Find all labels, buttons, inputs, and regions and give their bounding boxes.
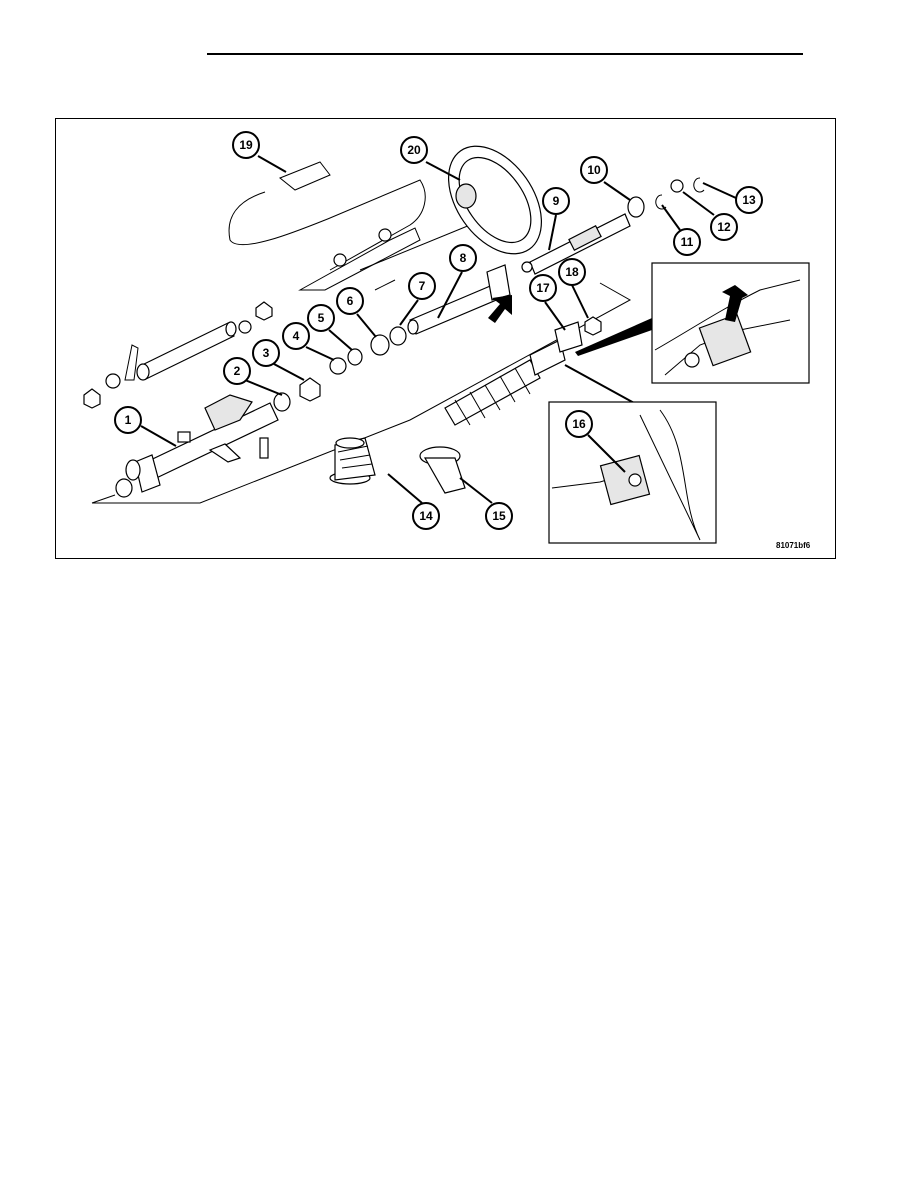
inset-leader-lines <box>564 318 652 405</box>
part-lower-shaft <box>83 301 273 409</box>
callout-1: 1 <box>114 406 142 434</box>
callout-14: 14 <box>412 502 440 530</box>
callout-13: 13 <box>735 186 763 214</box>
svg-text:13: 13 <box>742 193 756 207</box>
part-wiring-harness <box>228 161 471 291</box>
svg-text:17: 17 <box>536 281 550 295</box>
callout-8: 8 <box>449 244 477 272</box>
svg-text:6: 6 <box>347 294 354 308</box>
callout-20: 20 <box>400 136 428 164</box>
part-steering-wheel <box>447 145 543 255</box>
header-rule <box>207 53 803 55</box>
callout-17: 17 <box>529 274 557 302</box>
callout-4: 4 <box>282 322 310 350</box>
svg-text:18: 18 <box>565 265 579 279</box>
figure-id: 81071bf6 <box>776 541 811 550</box>
svg-text:3: 3 <box>263 346 270 360</box>
svg-text:12: 12 <box>717 220 731 234</box>
svg-text:16: 16 <box>572 417 586 431</box>
part-upper-hardware <box>627 177 705 218</box>
part-column-housing <box>115 394 279 498</box>
svg-text:15: 15 <box>492 509 506 523</box>
callout-12: 12 <box>710 213 738 241</box>
callout-leaders <box>140 155 737 504</box>
callout-15: 15 <box>485 502 513 530</box>
svg-text:9: 9 <box>553 194 560 208</box>
direction-arrow <box>488 295 512 323</box>
part-small-hardware <box>273 326 407 412</box>
callout-9: 9 <box>542 187 570 215</box>
part-upper-shaft <box>521 213 631 275</box>
figure-frame <box>55 118 836 559</box>
part-lower-boot <box>329 437 376 485</box>
callout-19: 19 <box>232 131 260 159</box>
callout-18: 18 <box>558 258 586 286</box>
svg-text:19: 19 <box>239 138 253 152</box>
part-bellows-cover <box>419 446 466 494</box>
callout-6: 6 <box>336 287 364 315</box>
callout-16: 16 <box>565 410 593 438</box>
callout-3: 3 <box>252 339 280 367</box>
ground-plane-lines <box>91 282 632 504</box>
callout-10: 10 <box>580 156 608 184</box>
svg-text:4: 4 <box>293 329 300 343</box>
svg-text:7: 7 <box>419 279 426 293</box>
callout-11: 11 <box>673 228 701 256</box>
detail-inset-connector <box>651 262 810 384</box>
svg-text:14: 14 <box>419 509 433 523</box>
svg-text:20: 20 <box>407 143 421 157</box>
callout-5: 5 <box>307 304 335 332</box>
svg-text:8: 8 <box>460 251 467 265</box>
svg-text:5: 5 <box>318 311 325 325</box>
callout-2: 2 <box>223 357 251 385</box>
part-boot-assembly <box>444 316 602 426</box>
callout-7: 7 <box>408 272 436 300</box>
svg-text:2: 2 <box>234 364 241 378</box>
svg-text:1: 1 <box>125 413 132 427</box>
svg-text:11: 11 <box>681 235 694 249</box>
svg-text:10: 10 <box>587 163 601 177</box>
